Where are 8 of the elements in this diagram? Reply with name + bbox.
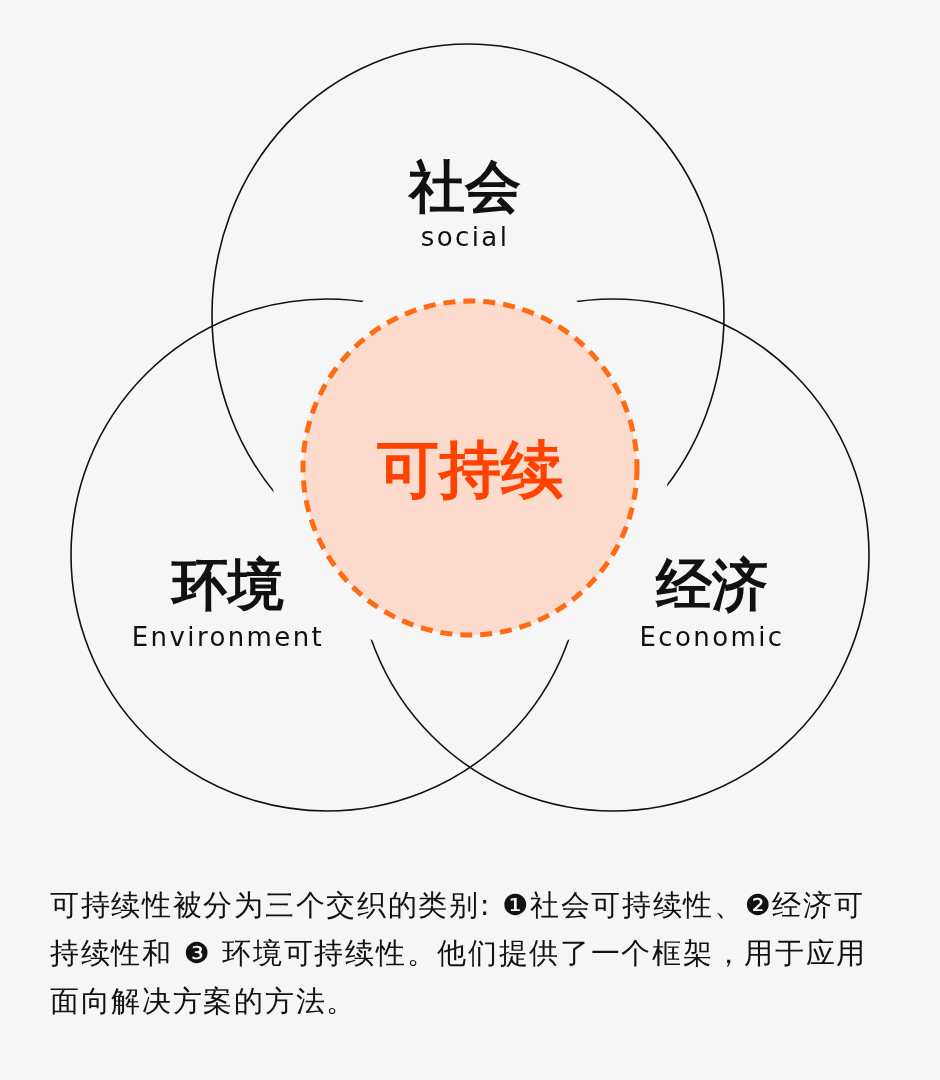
category-title: 社会	[409, 154, 521, 220]
category-subtitle: social	[420, 223, 510, 253]
category-subtitle: Environment	[131, 623, 325, 653]
caption-text: 可持续性被分为三个交织的类别: ❶社会可持续性、❷经济可持续性和 ❸ 环境可持续性。他们提供了一个框架，用于应用面向解决方案的方法。	[50, 887, 869, 1020]
category-title: 环境	[172, 552, 284, 618]
center-label: 可持续	[377, 434, 563, 506]
category-subtitle: Economic	[639, 623, 785, 653]
category-title: 经济	[656, 552, 768, 618]
